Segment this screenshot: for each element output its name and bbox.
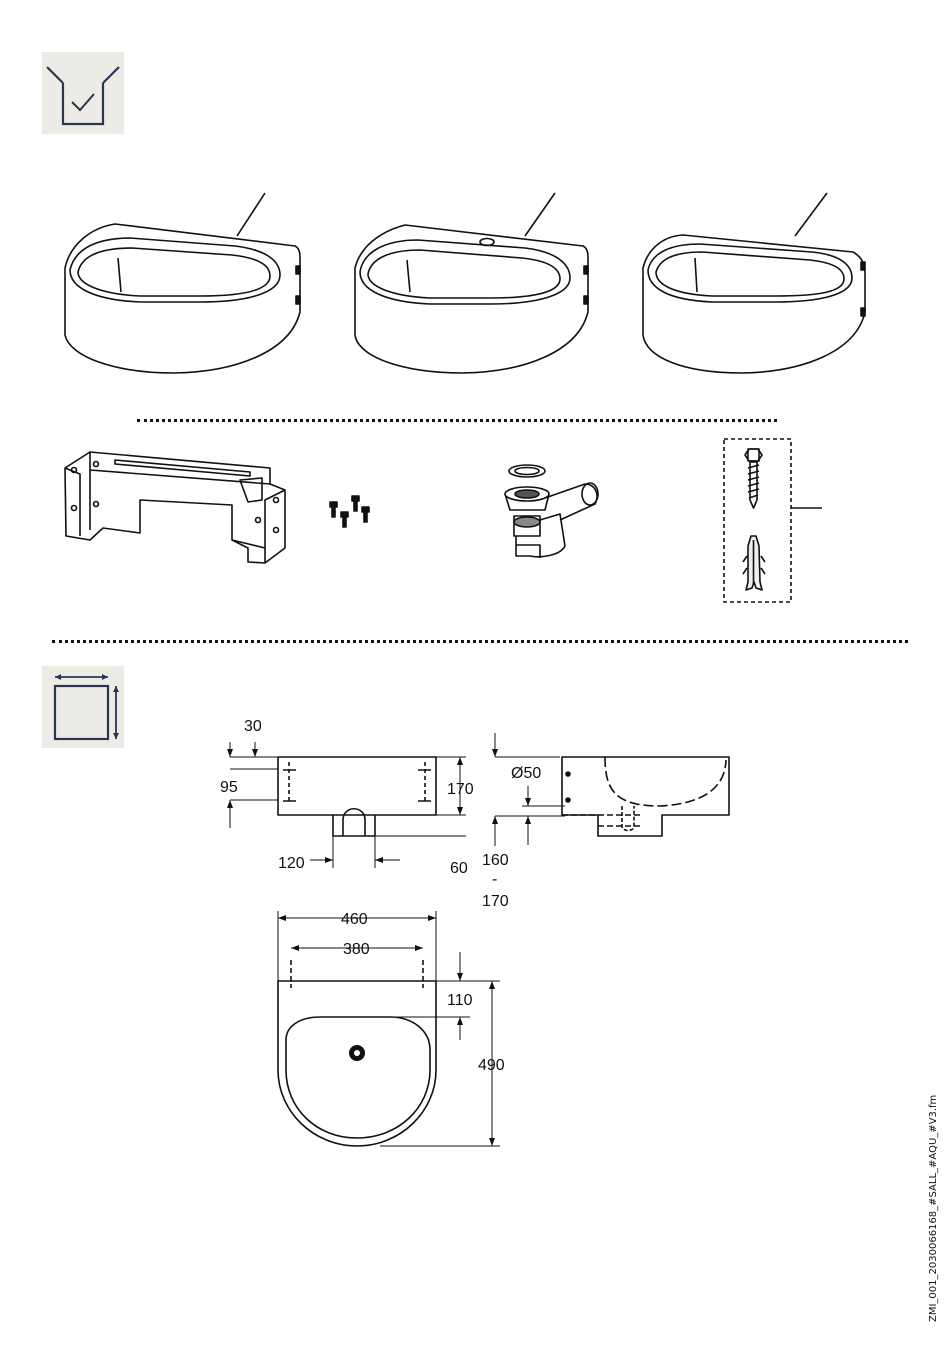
dim-110: 110	[447, 992, 473, 1009]
dim-95: 95	[220, 779, 238, 796]
top-view-drawing	[278, 911, 500, 1146]
basin-variant-2	[355, 193, 588, 373]
siphon-trap	[505, 465, 598, 558]
fixing-set	[724, 439, 822, 602]
basin-variant-3	[643, 193, 865, 373]
document-id: ZMI_001_2030066168_#SALL_#AQU_#V3.fm	[928, 1095, 939, 1322]
dim-diameter-50: Ø50	[511, 765, 541, 782]
dim-160: 160	[482, 852, 509, 869]
screws	[330, 496, 369, 527]
side-view-drawing	[495, 733, 729, 846]
mounting-bracket	[65, 452, 285, 563]
dim-120: 120	[278, 855, 305, 872]
dim-170-range: 170	[482, 893, 509, 910]
front-view-drawing	[230, 742, 466, 868]
dim-380: 380	[343, 941, 370, 958]
dim-460: 460	[341, 911, 368, 928]
dim-60: 60	[450, 860, 468, 877]
dim-30: 30	[244, 718, 262, 735]
dim-490: 490	[478, 1057, 505, 1074]
dim-range-dash: -	[492, 871, 497, 888]
dim-170-height: 170	[447, 781, 474, 798]
basin-variant-1	[65, 193, 300, 373]
